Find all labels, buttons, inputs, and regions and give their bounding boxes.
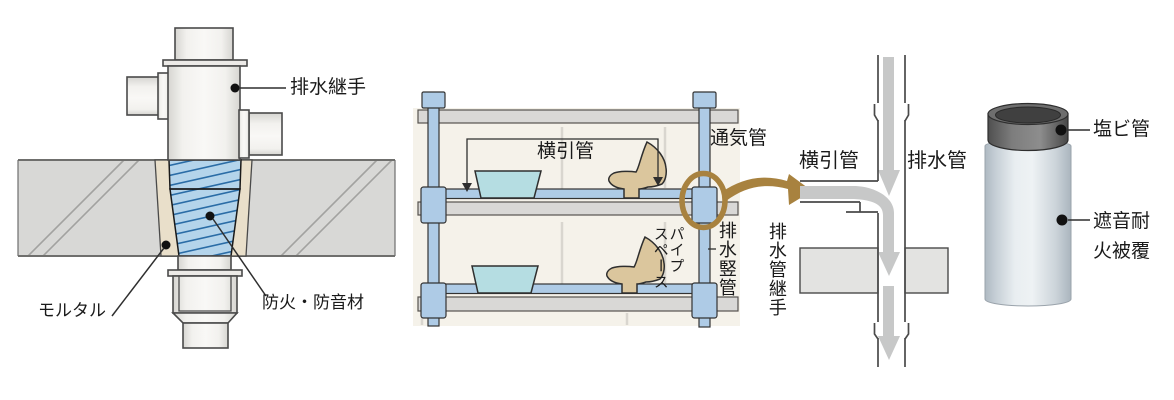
detail-pipe-outline: [800, 55, 910, 367]
bracket-arrow: [462, 138, 663, 192]
lower-flange: [167, 269, 243, 277]
flow-arrow-down: [878, 57, 900, 196]
lower-pipe: [182, 322, 229, 349]
drain-joint-label: 排水継手: [290, 76, 367, 98]
floor-slab-top: [417, 109, 739, 124]
joint-section-panel: [17, 27, 396, 349]
floor-slabs: [417, 109, 739, 312]
detail-drain-pipe-label: 排水管: [907, 148, 967, 172]
vent-pipe-label: 通気管: [710, 127, 768, 149]
drain-joint-pipes: [126, 27, 283, 161]
branch-pipe-outline: [800, 180, 878, 213]
piping: [420, 91, 718, 328]
pvc-pipe-label: 塩ビ管: [1093, 118, 1151, 140]
leader-dot: [161, 240, 171, 250]
leader-dot: [230, 83, 240, 93]
mortar-label: モルタル: [38, 301, 106, 321]
toilet-floor1: [608, 140, 667, 199]
flow-arrow-out: [878, 286, 900, 360]
highlight-ring-icon: [679, 170, 728, 231]
fireproof-soundproof-label: 防火・防音材: [262, 293, 364, 313]
leader-marks: [111, 83, 286, 317]
coupling: [172, 275, 238, 314]
building-section-panel: [413, 91, 812, 328]
pvc-rim: [987, 102, 1069, 152]
pipe-cutaway-panel: [984, 102, 1090, 307]
tee-fitting: [691, 282, 718, 319]
tee-fitting-highlighted: [691, 186, 718, 224]
leader-marks: [1055, 124, 1090, 226]
leader-dot: [205, 211, 215, 221]
covering-line1: 遮音耐: [1093, 210, 1151, 232]
flow-arrow-branch: [800, 186, 900, 276]
right-branch-pipe: [248, 112, 283, 156]
leader-dot: [1056, 214, 1068, 226]
leader-line: [212, 218, 267, 297]
down-arrow-icon: [653, 177, 663, 186]
horizontal-pipe-label: 横引管: [537, 140, 595, 162]
upper-flange: [162, 59, 248, 67]
vent-cap-right: [692, 91, 717, 109]
detail-floor-slab: [799, 247, 949, 294]
floor-slab-bottom: [417, 296, 739, 312]
drain-riser-label: 排水竪管: [715, 221, 737, 297]
pipe-space-label: パイプ スペース: [651, 226, 686, 290]
upper-pipe: [174, 27, 234, 61]
socket-joint-upper: [873, 104, 910, 122]
tee-fitting: [420, 186, 447, 224]
sink-floor2: [471, 265, 539, 294]
joint-detail-panel: [799, 55, 949, 367]
sink-floor1: [474, 170, 542, 199]
left-branch-pipe: [126, 76, 160, 116]
flow-arrows: [800, 57, 900, 360]
floor-slab-middle: [417, 201, 739, 216]
sound-fire-covering-label: 遮音耐 火被覆: [1093, 206, 1150, 266]
branch-pipe-floor1: [438, 188, 694, 200]
lower-pipe-assembly: [167, 255, 243, 349]
drain-pipe-joint-label: 排水管継手: [765, 222, 787, 317]
leader-line: [111, 247, 165, 317]
vent-cap-left: [421, 91, 446, 109]
drain-joint-body: [167, 65, 241, 161]
down-arrow-icon: [462, 183, 472, 192]
leader-dot: [1055, 124, 1067, 136]
fixtures: [471, 140, 667, 294]
pipe-space-col1: パイプ: [667, 226, 686, 274]
pipe-space-col2: スペース: [651, 226, 670, 290]
zoom-arrow-icon: [722, 174, 812, 205]
covering-line2: 火被覆: [1093, 240, 1151, 262]
tee-fitting: [420, 282, 447, 319]
socket-joint-lower: [873, 323, 910, 340]
detail-horizontal-pipe-label: 横引管: [799, 148, 859, 172]
right-branch-collar: [238, 109, 250, 159]
